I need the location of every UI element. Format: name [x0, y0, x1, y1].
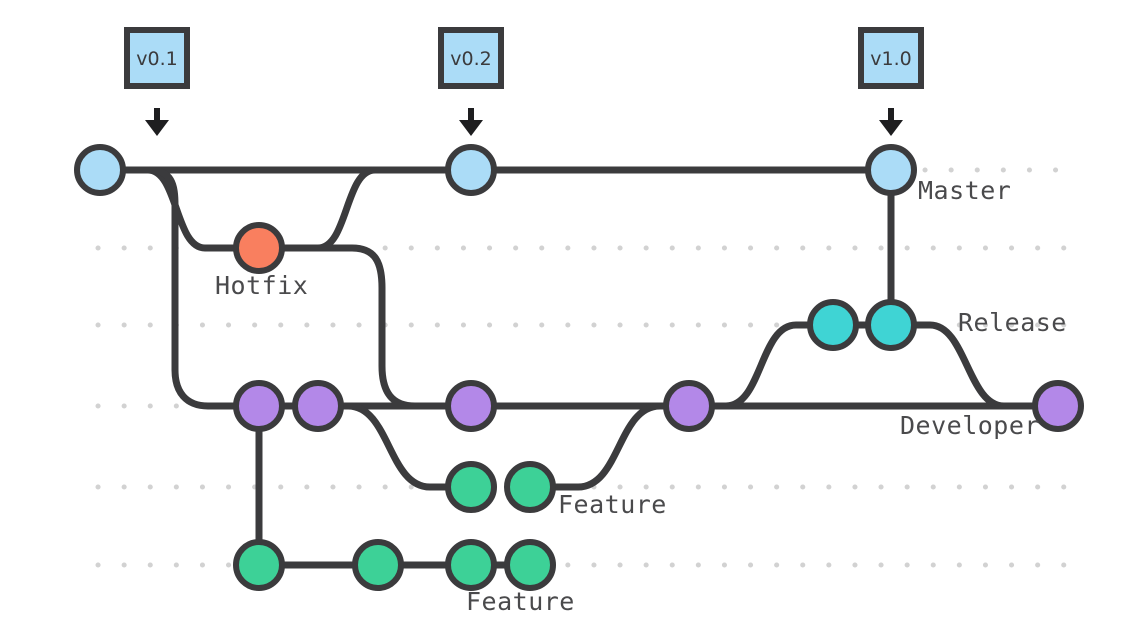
commit-node-d0[interactable] — [233, 380, 285, 432]
branch-edge-developer-to-feature1 — [347, 402, 471, 491]
commit-node-d2[interactable] — [445, 380, 497, 432]
version-tag-label: v1.0 — [870, 48, 911, 70]
commit-node-m2[interactable] — [865, 144, 917, 196]
branch-edge-master-to-developer — [147, 166, 259, 410]
version-tag-v1-0[interactable]: v1.0 — [858, 27, 924, 136]
tag-arrow-head — [459, 120, 483, 136]
commit-nodes-layer — [74, 144, 1084, 591]
version-tag-label: v0.2 — [450, 48, 491, 70]
commit-node-g0[interactable] — [233, 539, 285, 591]
commit-node-g1[interactable] — [352, 539, 404, 591]
branch-label-feature-1: Feature — [558, 490, 667, 519]
tag-arrow-head — [879, 120, 903, 136]
commit-node-m0[interactable] — [74, 144, 126, 196]
branch-edge-hotfix-to-developer — [318, 244, 471, 410]
tag-arrow-head — [145, 120, 169, 136]
branch-edge-feature1-to-developer — [530, 402, 661, 491]
version-tag-v0-1[interactable]: v0.1 — [124, 27, 190, 136]
commit-node-r0[interactable] — [807, 299, 859, 351]
guide-lines-layer — [95, 167, 1083, 568]
version-tag-box — [438, 27, 504, 89]
commit-node-h0[interactable] — [233, 222, 285, 274]
branch-labels-layer: MasterHotfixReleaseDeveloperFeatureFeatu… — [215, 176, 1067, 616]
commit-node-d3[interactable] — [663, 380, 715, 432]
commit-node-r1[interactable] — [865, 299, 917, 351]
commit-node-f0[interactable] — [445, 461, 497, 513]
version-tag-box — [858, 27, 924, 89]
version-tag-box — [124, 27, 190, 89]
commit-node-g3[interactable] — [504, 539, 556, 591]
version-tag-v0-2[interactable]: v0.2 — [438, 27, 504, 136]
commit-node-d4[interactable] — [1032, 380, 1084, 432]
commit-node-d1[interactable] — [292, 380, 344, 432]
branch-label-hotfix: Hotfix — [215, 271, 308, 300]
commit-node-g2[interactable] — [445, 539, 497, 591]
commit-node-m1[interactable] — [445, 144, 497, 196]
version-tag-label: v0.1 — [136, 48, 177, 70]
branch-edge-release-to-developer — [929, 321, 1058, 410]
branch-label-master: Master — [918, 176, 1011, 205]
branch-label-release: Release — [958, 308, 1067, 337]
branch-label-developer: Developer — [900, 411, 1040, 440]
branch-label-feature-2: Feature — [466, 587, 575, 616]
branch-edge-developer-to-release — [689, 321, 833, 410]
version-tags-layer: v0.1 v0.2 v1.0 — [124, 27, 924, 136]
commit-node-f1[interactable] — [504, 461, 556, 513]
